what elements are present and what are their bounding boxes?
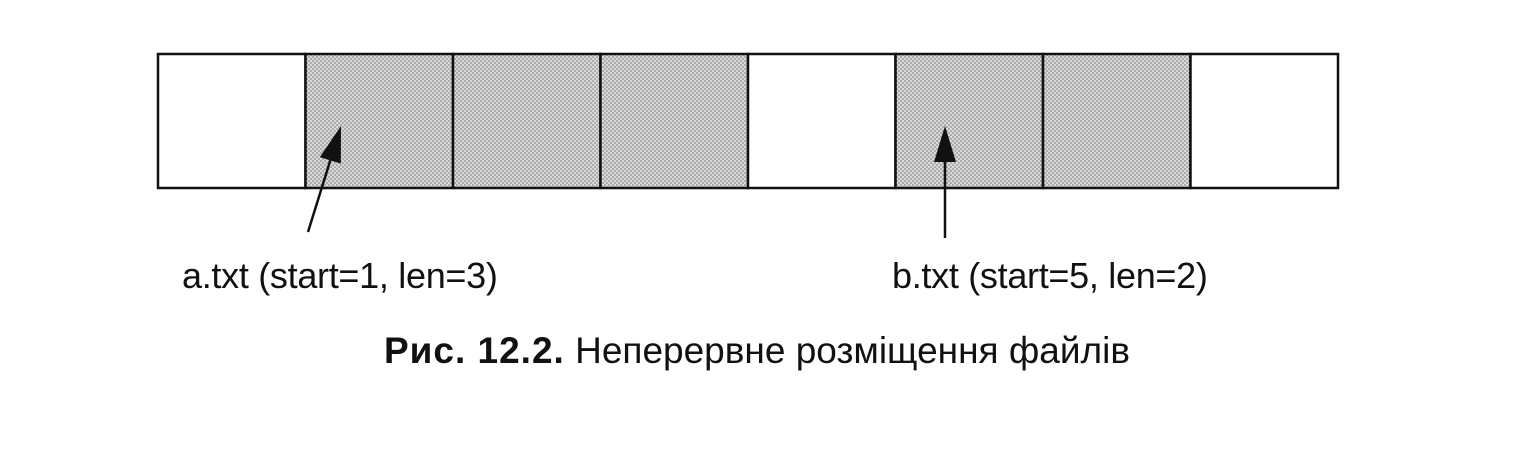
disk-block-2 xyxy=(451,52,602,190)
arrow-head xyxy=(934,126,956,162)
disk-block-1 xyxy=(304,52,455,190)
disk-block-4 xyxy=(746,52,897,190)
figure-caption: Рис. 12.2. Неперервне розміщення файлів xyxy=(0,332,1514,369)
file-label-b-txt: b.txt (start=5, len=2) xyxy=(892,255,1208,296)
file-pointers xyxy=(306,126,956,238)
disk-block-0 xyxy=(156,52,307,190)
disk-block-6 xyxy=(1041,52,1192,190)
caption-number: Рис. 12.2. xyxy=(383,330,565,371)
disk-block-3 xyxy=(599,52,750,190)
pointer-arrow-b-txt xyxy=(934,126,956,238)
caption-text: Неперервне розміщення файлів xyxy=(575,330,1131,371)
file-label-a-txt: a.txt (start=1, len=3) xyxy=(182,255,498,296)
pointer-arrow-a-txt xyxy=(306,126,341,233)
disk-block-7 xyxy=(1189,52,1340,190)
arrow-shaft xyxy=(306,160,332,233)
disk-blocks xyxy=(156,52,1340,190)
disk-block-5 xyxy=(894,52,1045,190)
arrow-head xyxy=(319,126,341,164)
